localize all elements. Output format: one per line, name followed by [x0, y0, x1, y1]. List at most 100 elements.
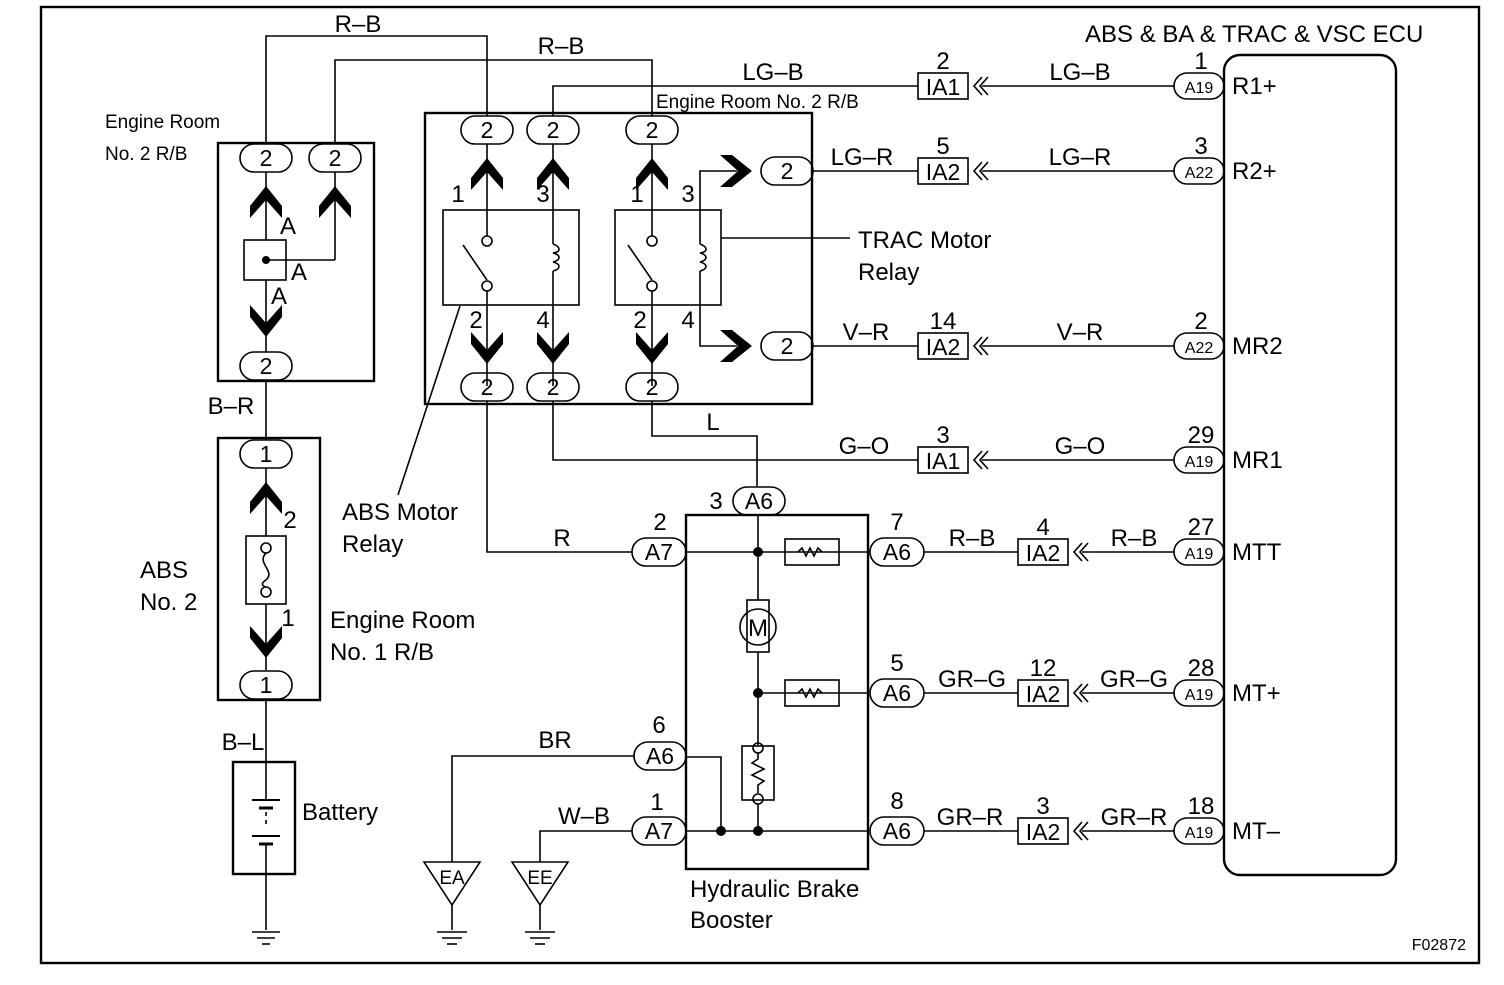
ecu-connector: [1173, 679, 1225, 707]
pin-label: 2: [481, 374, 494, 400]
motor-label: M: [748, 615, 768, 642]
pin-label: 2: [481, 117, 494, 143]
ecu-title: ABS & BA & TRAC & VSC ECU: [1085, 21, 1423, 48]
wire-label: GR–G: [938, 666, 1006, 693]
junction-name: IA1: [926, 448, 961, 474]
ecu-terminal: MR1: [1232, 447, 1283, 474]
ground-ee-icon: [510, 861, 570, 907]
resistor-icon: [784, 538, 840, 566]
er2-left-box: [216, 141, 376, 383]
wire-r: [486, 401, 632, 553]
figure-id: F02872: [1412, 937, 1466, 954]
wire-label: R–B: [1111, 525, 1158, 552]
spring-icon: [750, 753, 766, 793]
trac-relay-label-1: TRAC Motor: [858, 227, 991, 254]
abs-no2-label-2: No. 2: [140, 589, 197, 616]
ecu-connector-id: A19: [1185, 546, 1214, 563]
trac-motor-relay-box: [614, 209, 722, 306]
node-a-label: A: [271, 283, 287, 310]
wire-label: B–R: [208, 393, 255, 420]
er1-label-1: Engine Room: [330, 607, 475, 634]
pin-label: 2: [260, 353, 273, 379]
pin-label: 2: [781, 158, 794, 184]
ecu-pin: 18: [1188, 793, 1215, 820]
booster-conn: A6: [883, 818, 911, 844]
wire-label: L: [706, 409, 719, 436]
ecu-connector-id: A19: [1185, 687, 1214, 704]
booster-conn: A7: [645, 818, 673, 844]
ground-label: EE: [527, 868, 552, 889]
er1-label-2: No. 1 R/B: [330, 639, 434, 666]
pin-number: 1: [630, 181, 643, 208]
wire-label: R: [553, 525, 570, 552]
abs-relay-label-2: Relay: [342, 531, 403, 558]
wire-lgb-r1: [552, 85, 916, 116]
ecu-connector-id: A22: [1185, 340, 1214, 357]
trac-relay-label-2: Relay: [858, 259, 919, 286]
wire-rb-second: [334, 59, 653, 144]
node-a-label: A: [291, 259, 307, 286]
booster-conn: A7: [645, 539, 673, 565]
ecu-pin: 28: [1188, 655, 1215, 682]
wire-label: G–O: [1055, 433, 1106, 460]
wire-label: V–R: [1057, 319, 1104, 346]
ecu-connector: [1173, 446, 1225, 474]
resistor-icon: [784, 679, 840, 707]
pin-number: 3: [681, 181, 694, 208]
relay-coil-icon: [552, 243, 560, 272]
ecu-connector: [1173, 332, 1225, 360]
booster-pin-number: 6: [652, 712, 665, 739]
er2-center-box: [423, 111, 814, 406]
wire-wb: [539, 830, 632, 862]
wire-label: B–L: [222, 729, 265, 756]
ecu-connector: [1173, 157, 1225, 185]
booster-conn: A6: [646, 743, 674, 769]
ecu-terminal: R2+: [1232, 158, 1277, 185]
ecu-connector: [1173, 817, 1225, 845]
pin-label: 2: [646, 117, 659, 143]
junction-name: IA2: [926, 159, 961, 185]
booster-pin-number: 3: [709, 488, 722, 515]
pin-number: 4: [681, 307, 694, 334]
junction-name: IA2: [1026, 540, 1061, 566]
battery-box: [231, 760, 297, 876]
wire-rb-top: [265, 35, 488, 144]
fuse-abs-no2: [245, 535, 287, 605]
junction-name: IA2: [1026, 681, 1061, 707]
ecu-connector-id: A19: [1185, 825, 1214, 842]
wire-label: LG–B: [1049, 59, 1110, 86]
booster-label-1: Hydraulic Brake: [690, 876, 859, 903]
ecu-pin: 29: [1188, 422, 1215, 449]
pin-number: 2: [283, 507, 296, 534]
ecu-connector-id: A22: [1185, 165, 1214, 182]
er2-center-label: Engine Room No. 2 R/B: [656, 92, 859, 113]
wire-label: R–B: [949, 525, 996, 552]
pin-number: 2: [469, 307, 482, 334]
abs-motor-relay-box: [442, 209, 580, 306]
booster-conn: A6: [883, 680, 911, 706]
booster-pin-number: 1: [650, 789, 663, 816]
booster-pin-number: 8: [890, 788, 903, 815]
junction-pin: 14: [930, 308, 957, 335]
junction-pin: 3: [936, 422, 949, 449]
node-a-label: A: [280, 213, 296, 240]
pin-label: 2: [547, 374, 560, 400]
wire-label: V–R: [843, 319, 890, 346]
wire-label: LG–R: [1049, 144, 1112, 171]
wire-label: GR–G: [1100, 666, 1168, 693]
er2-left-label-2: No. 2 R/B: [105, 144, 187, 165]
booster-conn: A6: [883, 539, 911, 565]
ecu-connector-id: A19: [1185, 80, 1214, 97]
junction-pin: 12: [1030, 655, 1057, 682]
booster-pin-number: 7: [890, 509, 903, 536]
relay-coil-icon: [699, 243, 707, 272]
er2-left-label-1: Engine Room: [105, 112, 220, 133]
pin-label: 2: [646, 374, 659, 400]
wire-label: GR–R: [937, 804, 1004, 831]
